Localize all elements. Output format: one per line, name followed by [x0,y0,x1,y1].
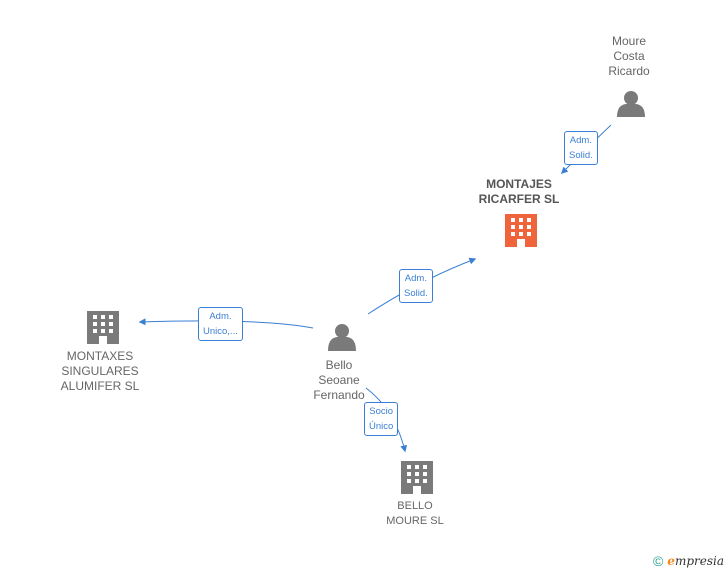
node-line: SINGULARES [61,364,139,378]
node-line: MOURE SL [386,515,444,527]
edge-line: Solid. [404,288,428,299]
edge-label-bello-montaxes[interactable]: Adm. Unico,... [198,307,243,341]
node-line: MONTAJES [486,177,552,191]
node-line: Bello [325,358,353,372]
brand-text: mpresia [674,554,724,568]
edge-label-bello-montajes[interactable]: Adm. Solid. [399,269,433,303]
node-line: RICARFER SL [478,192,560,206]
building-icon [505,214,537,247]
edge-line: Adm. [209,311,232,322]
building-icon [401,461,433,494]
node-line: Seoane [318,373,360,387]
person-icon [328,324,356,351]
node-bellomoure-label[interactable]: BELLO MOURE SL [377,499,453,529]
node-line: Ricardo [608,64,650,78]
node-bello-label[interactable]: Bello Seoane Fernando [309,358,369,403]
footer-brand[interactable]: © empresia [653,553,724,569]
edge-bello-montaxes [138,318,314,329]
edge-line: Adm. [569,135,592,146]
edge-label-bello-bellomoure[interactable]: Socio Único [364,402,399,436]
edge-line: Solid. [569,150,593,161]
building-icon [87,311,119,344]
node-line: MONTAXES [66,349,134,363]
node-line: Costa [613,49,645,63]
edge-line: Adm. [404,273,427,284]
node-line: ALUMIFER SL [60,379,140,393]
edge-label-moure-montajes[interactable]: Adm. Solid. [564,131,598,165]
node-line: BELLO [397,500,433,512]
edge-line: Socio [369,406,394,417]
node-line: Moure [611,34,646,48]
edge-line: Unico,... [203,326,238,337]
copyright-icon: © [652,553,664,569]
person-icon [617,91,645,117]
node-montaxes-label[interactable]: MONTAXES SINGULARES ALUMIFER SL [50,349,150,394]
edge-line: Único [369,421,394,432]
brand-logo: empresia [667,554,724,568]
brand-initial: e [667,554,675,568]
node-line: Fernando [313,388,365,402]
node-montajes-label[interactable]: MONTAJES RICARFER SL [464,177,574,207]
node-moure-label[interactable]: Moure Costa Ricardo [600,34,658,79]
